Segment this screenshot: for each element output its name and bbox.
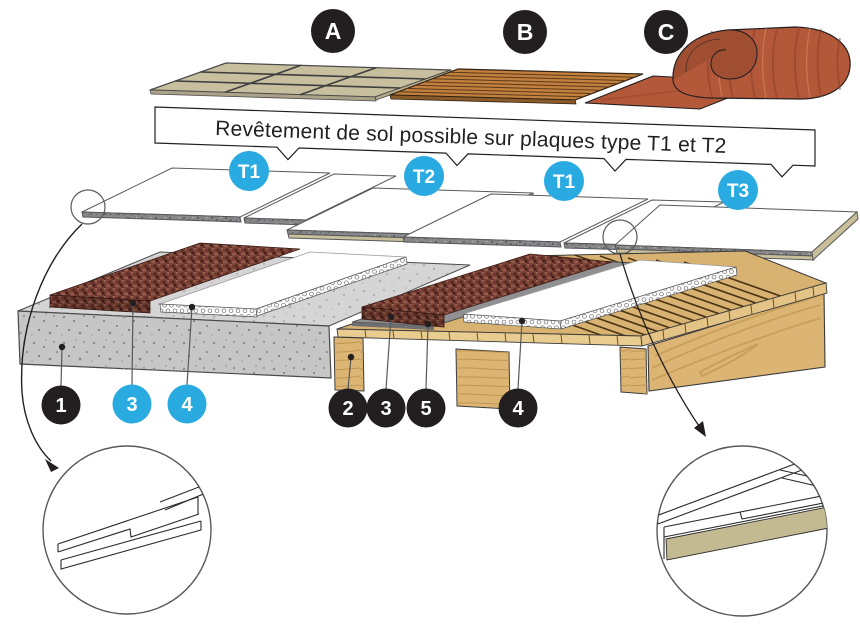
svg-text:2: 2 [342, 398, 353, 420]
t3-circle [718, 170, 758, 210]
plate-marker-t1-first: T1 [229, 151, 269, 191]
svg-text:3: 3 [380, 398, 391, 420]
joist-middle [455, 348, 511, 410]
marker-3-right-circle [366, 388, 406, 428]
marker-a-label: A [325, 18, 342, 44]
layer-marker-4-left: 4 [167, 303, 207, 424]
insulation-layer-left [49, 242, 301, 314]
joist-right [619, 346, 648, 395]
svg-text:5: 5 [420, 398, 431, 420]
plate-marker-t2: T2 [404, 156, 444, 196]
layer-marker-2: 2 [328, 353, 368, 428]
joist-left [333, 336, 365, 392]
layer-marker-3-left: 3 [112, 299, 152, 424]
plate-marker-t3: T3 [718, 170, 758, 210]
underlay-board-right [462, 259, 738, 330]
underlay-board-left [159, 251, 408, 318]
t2-label: T2 [413, 167, 435, 188]
detail-arrow-left [20, 223, 83, 472]
t1b-circle [544, 161, 584, 201]
t2-circle [404, 156, 444, 196]
marker-5-circle [406, 388, 446, 428]
covering-marker-b: B [503, 10, 547, 54]
t1-label: T1 [238, 162, 261, 183]
deck-edge-strips [336, 282, 828, 347]
t3-label: T3 [727, 181, 749, 202]
detail-circle-left [42, 445, 212, 615]
svg-text:4: 4 [512, 398, 524, 420]
marker-4-left-circle [167, 384, 207, 424]
marker-3-left-circle [112, 384, 152, 424]
layer-marker-5: 5 [406, 320, 446, 428]
t1b-label: T1 [553, 172, 576, 193]
svg-text:3: 3 [126, 394, 137, 416]
roll-covering-illustration [584, 26, 851, 110]
plate-marker-t1-second: T1 [544, 161, 584, 201]
marker-c-label: C [658, 19, 675, 45]
layer-marker-3-right: 3 [366, 313, 406, 428]
marker-b-label: B [517, 19, 534, 45]
magnifier-circle-left [70, 189, 106, 225]
parquet-covering-illustration [389, 68, 644, 105]
insulation-layer-right [361, 253, 613, 328]
underlay-beige-section [665, 505, 827, 561]
covering-marker-c: C [644, 10, 688, 54]
detail-circle-right [656, 445, 828, 617]
svg-text:4: 4 [181, 394, 193, 416]
covering-marker-a: A [311, 9, 355, 53]
tile-covering-illustration [149, 62, 453, 102]
layer-marker-1: 1 [41, 343, 81, 425]
marker-1-circle [41, 385, 81, 425]
marker-2-circle [328, 388, 368, 428]
t1-circle [229, 151, 269, 191]
marker-c-circle [644, 10, 688, 54]
svg-text:1: 1 [55, 395, 66, 417]
plate-t1-first [81, 167, 397, 226]
marker-b-circle [503, 10, 547, 54]
marker-a-circle [311, 9, 355, 53]
detail-arrow-right [619, 253, 706, 437]
layer-marker-4-right: 4 [498, 317, 538, 428]
marker-4-right-circle [498, 388, 538, 428]
